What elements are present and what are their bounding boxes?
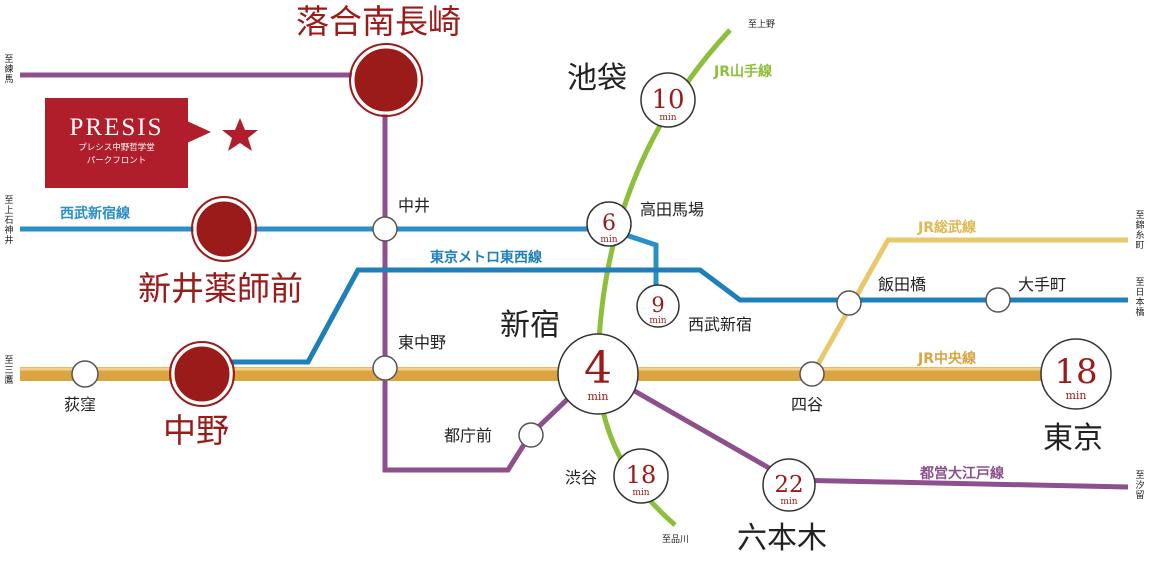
unit-seibu-shinjuku: min	[649, 316, 666, 326]
label-tozai-line: 東京メトロ東西線	[430, 249, 542, 266]
time-badge-roppongi[interactable]	[762, 458, 816, 512]
station-node-yotsuya[interactable]	[799, 361, 825, 387]
time-badge-seibu-shinjuku[interactable]	[636, 284, 680, 328]
toei-oedo-line	[20, 72, 1129, 490]
name-seibu-shinjuku: 西武新宿	[688, 315, 752, 334]
time-shinjuku: 4	[584, 343, 612, 394]
name-roppongi: 六本木	[737, 521, 827, 556]
name-nakai: 中井	[398, 196, 430, 215]
direction-ueno: 至上野	[748, 19, 775, 30]
station-node-ochiai-minami-nagasaki[interactable]	[351, 45, 421, 115]
time-ikebukuro: 10	[651, 85, 684, 115]
station-node-higashi-nakano[interactable]	[372, 355, 398, 381]
unit-tokyo: min	[1065, 389, 1086, 402]
name-ikebukuro: 池袋	[567, 61, 627, 96]
name-shin-arai-yakushimae: 新井薬師前	[138, 269, 303, 308]
label-oedo-line: 都営大江戸線	[919, 465, 1004, 482]
seibu-shinjuku-line	[20, 226, 659, 300]
name-iidabashi: 飯田橋	[878, 275, 926, 294]
direction-nihonbashi: 至日本橋	[1135, 277, 1144, 318]
name-otemachi: 大手町	[1018, 275, 1066, 294]
name-tokyo: 東京	[1043, 421, 1103, 456]
time-badge-takadanobaba[interactable]	[586, 201, 632, 247]
ring-nakano	[169, 341, 235, 407]
name-ochiai-minami-nagasaki: 落合南長崎	[296, 2, 461, 41]
star-icon	[222, 118, 258, 151]
time-shibuya: 18	[626, 461, 657, 489]
name-nakano: 中野	[163, 411, 229, 450]
station-node-otemachi[interactable]	[985, 287, 1011, 313]
name-takadanobaba: 高田馬場	[640, 200, 704, 219]
name-yotsuya: 四谷	[791, 395, 823, 414]
time-roppongi: 22	[774, 472, 803, 498]
jr-sobu-line	[809, 237, 1128, 377]
direction-kamishakujii: 至上石神井	[4, 195, 13, 246]
name-higashi-nakano: 東中野	[398, 333, 446, 352]
direction-mitaka: 至三鷹	[4, 355, 13, 386]
time-tokyo: 18	[1054, 352, 1097, 392]
logo-subtitle-2: パークフロント	[86, 156, 147, 166]
unit-takadanobaba: min	[600, 235, 617, 245]
station-node-ogikubo[interactable]	[71, 360, 99, 388]
time-badge-shibuya[interactable]	[613, 448, 669, 504]
label-seibu-shinjuku-line: 西武新宿線	[60, 205, 130, 222]
time-badge-ikebukuro[interactable]	[640, 72, 696, 128]
name-shibuya: 渋谷	[565, 468, 597, 487]
time-takadanobaba: 6	[602, 211, 616, 236]
direction-kinshicho: 至錦糸町	[1135, 210, 1144, 251]
logo-subtitle-1: プレシス中野哲学堂	[78, 143, 155, 153]
label-chuo-line: JR中央線	[917, 350, 976, 367]
station-node-nakai[interactable]	[372, 216, 398, 242]
station-node-nakano[interactable]	[171, 343, 233, 405]
unit-shibuya: min	[632, 488, 649, 498]
unit-shinjuku: min	[587, 390, 608, 403]
label-yamanote-line: JR山手線	[713, 63, 772, 80]
direction-shiodome: 至汐留	[1135, 470, 1144, 501]
time-badge-shinjuku[interactable]	[557, 333, 639, 415]
time-badge-tokyo[interactable]	[1040, 338, 1112, 410]
presis-logo: PRESIS プレシス中野哲学堂 パークフロント	[45, 98, 188, 188]
label-sobu-line: JR総武線	[917, 219, 976, 236]
unit-roppongi: min	[780, 497, 797, 507]
unit-ikebukuro: min	[659, 113, 676, 123]
ring-shin-arai	[191, 196, 257, 262]
station-node-shin-arai-yakushimae[interactable]	[193, 198, 255, 260]
time-seibu-shinjuku: 9	[651, 293, 664, 317]
logo-brand: PRESIS	[69, 114, 164, 141]
ring-ochiai	[349, 43, 423, 117]
name-tochomae: 都庁前	[444, 426, 492, 445]
station-node-iidabashi[interactable]	[836, 290, 862, 316]
name-ogikubo: 荻窪	[64, 395, 96, 414]
tozai-line	[200, 267, 1128, 365]
station-node-tochomae[interactable]	[518, 422, 544, 448]
name-shinjuku: 新宿	[500, 308, 560, 343]
direction-nerima: 至練馬	[4, 54, 13, 85]
logo-pointer	[187, 121, 211, 143]
direction-shinagawa: 至品川	[662, 534, 689, 545]
